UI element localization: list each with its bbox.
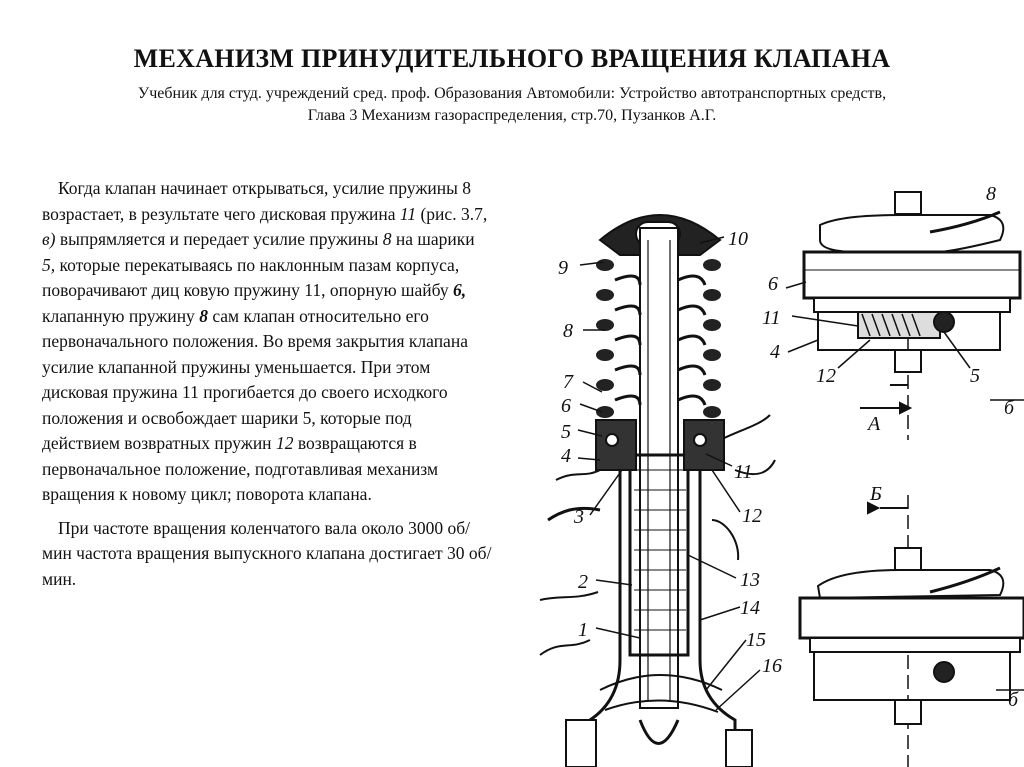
body-text: Когда клапан начинает открываться, усили… — [42, 176, 492, 592]
text-run: клапанную пружину — [42, 305, 200, 326]
italic-run: 12 — [275, 433, 294, 453]
label-10: 10 — [728, 228, 748, 250]
label-top-8: 8 — [986, 183, 996, 205]
label-9: 9 — [558, 257, 568, 279]
page-subtitle: Учебник для студ. учреждений сред. проф.… — [60, 83, 964, 127]
paragraph-2: При частоте вращения коленчатого вала ок… — [42, 517, 492, 589]
label-13: 13 — [740, 569, 760, 591]
label-12: 12 — [742, 505, 762, 527]
label-5: 5 — [561, 421, 571, 443]
label-section-a: А — [866, 413, 881, 435]
italic-run: в) — [42, 229, 56, 249]
bold-run: 8 — [199, 305, 208, 326]
bold-run: 6, — [453, 280, 467, 300]
label-8: 8 — [563, 320, 573, 342]
valve-part-labels: 9 10 8 7 6 5 4 3 2 1 11 12 13 14 15 16 — [558, 228, 782, 677]
valve-assembly-section — [539, 214, 776, 767]
label-top-4: 4 — [770, 341, 780, 363]
paragraph-1: Когда клапан начинает открываться, усили… — [42, 176, 492, 508]
label-16: 16 — [762, 655, 782, 677]
italic-run: 5, — [42, 254, 56, 275]
rotator-bottom-labels: Б б — [869, 483, 1019, 711]
text-run: возвращаются в первоначальное положение,… — [42, 433, 439, 504]
label-2: 2 — [578, 571, 588, 593]
rotator-detail-top — [785, 191, 1024, 440]
label-7: 7 — [563, 371, 574, 393]
page-title: МЕХАНИЗМ ПРИНУДИТЕЛЬНОГО ВРАЩЕНИЯ КЛАПАН… — [133, 44, 891, 73]
rotator-detail-bottom — [798, 495, 1024, 767]
label-11: 11 — [734, 461, 753, 483]
label-figure-b: б — [1004, 397, 1015, 419]
label-15: 15 — [746, 629, 766, 651]
text-run: которые перекатываясь по наклонным пазам… — [42, 254, 460, 301]
text-run: на шарики — [391, 229, 475, 249]
label-top-12: 12 — [816, 365, 836, 387]
label-figure-b-2: б — [1008, 689, 1019, 711]
italic-run: 8 — [382, 229, 392, 249]
label-top-6: 6 — [768, 273, 778, 295]
label-6: 6 — [561, 395, 571, 417]
italic-run: 11 — [399, 203, 417, 224]
subtitle-line-2: Глава 3 Механизм газораспределения, стр.… — [307, 107, 717, 124]
valve-rotation-diagram: 9 10 8 7 6 5 4 3 2 1 11 12 13 14 15 16 — [536, 180, 1024, 767]
text-run: Когда клапан начинает открываться, усили… — [42, 178, 472, 224]
label-14: 14 — [740, 597, 760, 619]
text-run: сам клапан относительно его первоначальн… — [42, 305, 468, 454]
label-3: 3 — [573, 506, 584, 528]
text-run: (рис. 3.7, — [416, 203, 488, 224]
label-top-5: 5 — [970, 365, 980, 387]
label-1: 1 — [578, 619, 588, 641]
rotator-top-labels: 8 6 11 4 12 5 А б — [762, 183, 1015, 435]
label-section-b: Б — [869, 483, 882, 505]
subtitle-line-1: Учебник для студ. учреждений сред. проф.… — [137, 85, 887, 102]
text-run: выпрямляется и передает усилие пружины — [55, 229, 383, 249]
label-4: 4 — [561, 445, 571, 467]
label-top-11: 11 — [762, 307, 781, 329]
